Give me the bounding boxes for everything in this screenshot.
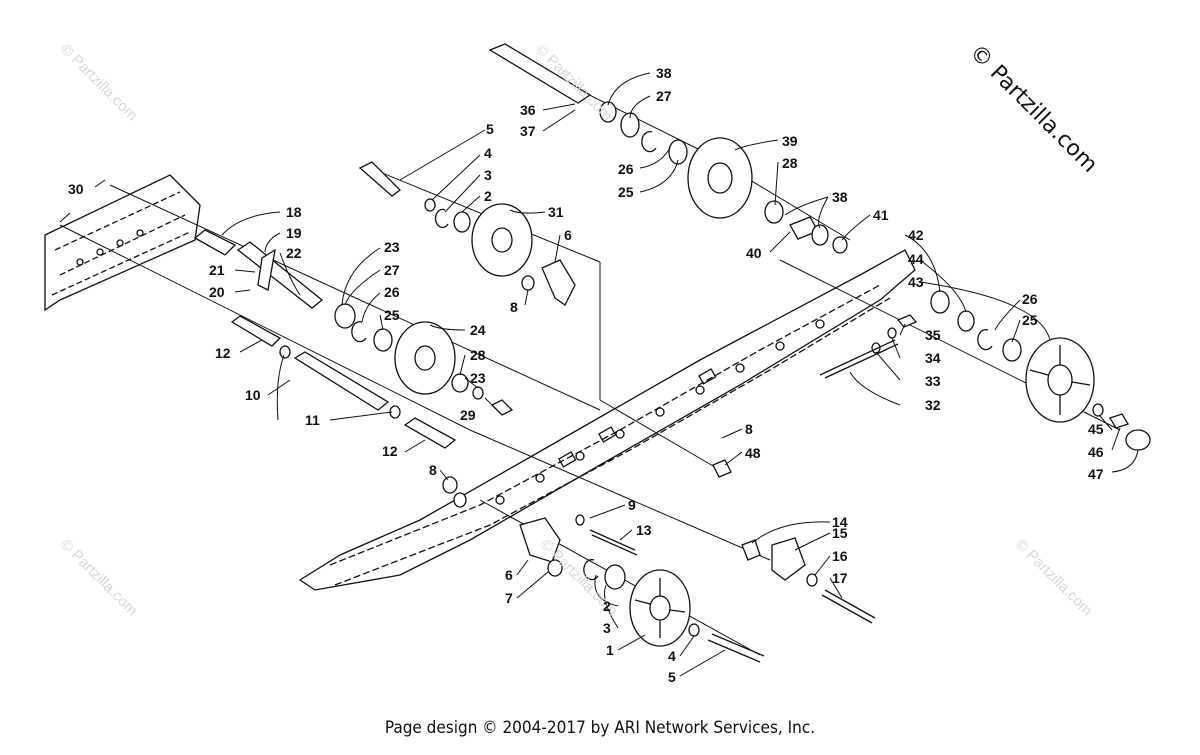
callout: 16: [832, 548, 848, 564]
callout: 25: [384, 307, 400, 323]
callout: 29: [460, 407, 476, 423]
callout: 20: [209, 284, 225, 300]
watermark-text: © Partzilla.com: [57, 536, 140, 619]
callout: 44: [908, 251, 924, 267]
callout: 4: [668, 648, 676, 664]
callout: 5: [668, 669, 676, 685]
callout: 6: [564, 227, 572, 243]
callout: 8: [429, 462, 437, 478]
callout: 11: [305, 412, 320, 428]
callout: 4: [484, 145, 492, 161]
callout: 31: [548, 204, 564, 220]
callout: 12: [382, 443, 398, 459]
callout: 33: [925, 373, 941, 389]
callout: 3: [603, 620, 611, 636]
callout: 23: [384, 239, 400, 255]
callout: 2: [484, 188, 492, 204]
left-shaft-assembly: [193, 229, 514, 416]
page-footer: Page design © 2004-2017 by ARI Network S…: [384, 718, 816, 738]
slide-rail: [298, 249, 916, 591]
callout: 8: [745, 421, 753, 437]
watermark-text: © Partzilla.com: [1012, 536, 1095, 619]
callout: 45: [1088, 421, 1104, 437]
callout: 23: [470, 370, 486, 386]
callout: 9: [628, 497, 636, 513]
callout: 41: [873, 207, 889, 223]
callout: 36: [520, 102, 536, 118]
callout: 28: [470, 347, 486, 363]
callout: 15: [832, 525, 848, 541]
callout: 12: [215, 345, 231, 361]
callout: 26: [1022, 291, 1038, 307]
callout: 19: [286, 225, 302, 241]
callout: 26: [384, 284, 400, 300]
callout: 6: [505, 567, 513, 583]
spacer-tubes: [230, 315, 457, 449]
leader-lines: [59, 72, 1139, 677]
watermark-text: © Partzilla.com: [57, 41, 140, 124]
callout: 13: [636, 522, 652, 538]
callout: 3: [484, 167, 492, 183]
callout: 30: [68, 181, 84, 197]
callout: 26: [618, 161, 634, 177]
callout: 46: [1088, 444, 1104, 460]
callout: 25: [1022, 312, 1038, 328]
callout: 25: [618, 184, 634, 200]
callout: 27: [384, 262, 400, 278]
callout: 38: [832, 189, 848, 205]
callout: 35: [925, 327, 941, 343]
callout: 48: [745, 445, 761, 461]
callout: 21: [209, 262, 225, 278]
callout: 34: [925, 350, 941, 366]
callout: 10: [245, 387, 261, 403]
callout: 5: [486, 121, 494, 137]
callout: 14: [832, 514, 848, 530]
callout: 42: [908, 227, 924, 243]
callout: 8: [510, 299, 518, 315]
callout: 28: [782, 155, 798, 171]
callout: 43: [908, 274, 924, 290]
callout: 40: [746, 245, 762, 261]
callout-labels: 38 27 36 37 26 25 39 28 38 40 41 5 4 3 2…: [68, 65, 1104, 685]
callout: 22: [286, 245, 302, 261]
callout: 38: [656, 65, 672, 81]
callout: 24: [470, 322, 486, 338]
callout: 2: [603, 598, 611, 614]
callout: 7: [505, 590, 513, 606]
callout: 1: [606, 642, 614, 658]
callout: 39: [782, 133, 798, 149]
callout: 47: [1088, 466, 1104, 482]
callout: 18: [286, 204, 302, 220]
callout: 27: [656, 88, 672, 104]
callout: 32: [925, 397, 941, 413]
callout: 17: [832, 570, 848, 586]
mid-wheel-assembly: [358, 161, 576, 306]
upper-wheel-assembly: [488, 43, 848, 254]
callout: 37: [520, 123, 536, 139]
front-wheel-assembly: [442, 476, 876, 663]
